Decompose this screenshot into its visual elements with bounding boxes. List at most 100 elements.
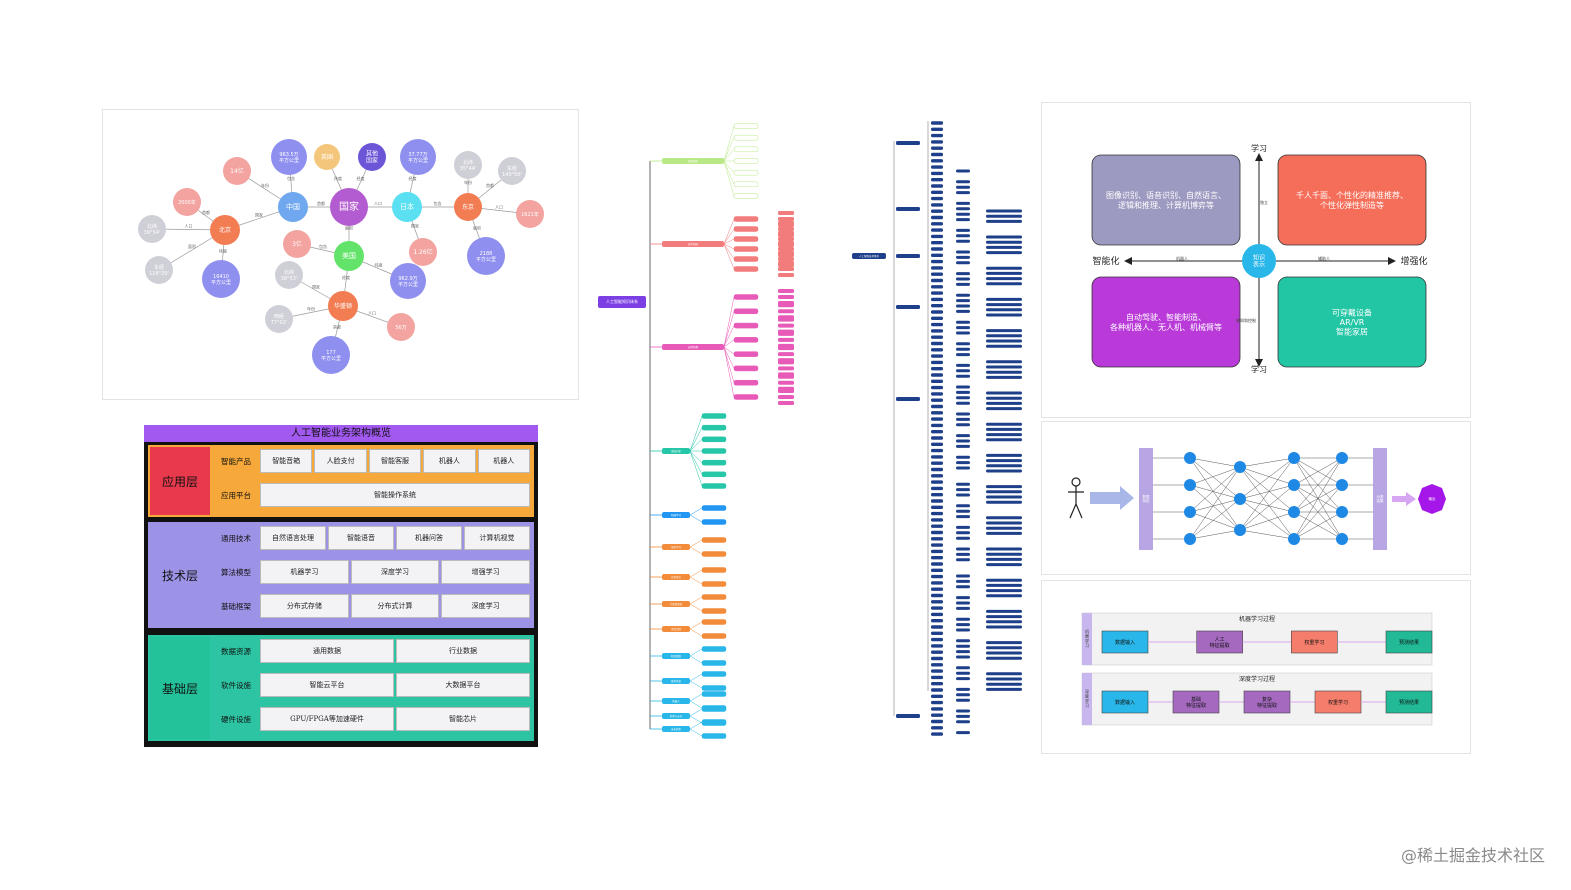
label-line: 技术领域 [688, 242, 699, 246]
leaf-link [723, 160, 735, 173]
leaf-node [733, 337, 759, 343]
tree-leaf [931, 335, 943, 339]
leaf-node [701, 646, 727, 652]
leaf-link [689, 450, 703, 475]
tree-leaf [986, 235, 1022, 239]
sub-leaf-node [778, 267, 794, 271]
label-line: 纬度 [375, 262, 383, 268]
network-node [467, 237, 505, 275]
label-line: 输出 [1429, 496, 1437, 501]
label-line: 分类 [1377, 494, 1385, 499]
tree-leaf [931, 272, 943, 276]
label-line: 平方公里 [398, 281, 418, 288]
tree-leaf [931, 241, 943, 245]
tree-leaf [931, 348, 943, 352]
label-line: 北纬 [284, 269, 294, 276]
node-label: 37.77万平方公里 [408, 152, 428, 164]
leaf-node [733, 226, 759, 232]
tree-leaf [931, 436, 943, 440]
arrow-up [1255, 153, 1263, 161]
tree-leaf [931, 493, 943, 497]
tree-root [852, 253, 886, 259]
tree-leaf [986, 427, 1022, 431]
tree-leaf [931, 310, 943, 314]
tree-leaf [931, 644, 943, 648]
label-line: 140°50' [502, 172, 522, 178]
label-line: 独立 [1260, 199, 1268, 205]
tree-leaf [956, 326, 970, 330]
quadrant-text: 千人千面、个性化的精准推荐、个性化弹性制造等 [1296, 190, 1408, 210]
sub-leaf-node [778, 346, 794, 351]
nn-link [1239, 457, 1295, 500]
tree-leaf [931, 146, 943, 150]
row-label: 硬件设施 [221, 714, 251, 724]
tree-leaf [956, 439, 970, 443]
tree-leaf [956, 531, 970, 535]
quadrant-text: 图像识别、语音识别、自然语言、逻辑和推理、计算机博弈等 [1106, 190, 1226, 210]
tree-leaf [931, 341, 943, 346]
nn-link [1239, 484, 1295, 531]
node-label: 56万 [395, 325, 406, 331]
process-step-label: 数据输入 [1115, 639, 1135, 646]
tree-leaf [986, 459, 1022, 463]
sub-leaf-node [778, 289, 794, 293]
nn-link [1239, 466, 1295, 486]
label-line: 深度学习过程 [1239, 675, 1275, 683]
label-line: 数据输入 [1115, 639, 1135, 646]
node-label: 中国 [286, 202, 300, 211]
label-line: 智能化 [1092, 255, 1119, 267]
tree-leaf [931, 228, 943, 232]
tree-leaf [931, 511, 943, 516]
leaf-link [723, 346, 735, 355]
leaf-node [733, 322, 759, 329]
nn-link [1239, 511, 1295, 531]
tree-leaf [931, 285, 943, 289]
mindmap-panel: 人工智能知识体系基础理论技术领域应用场景发展历史机器学习深度学习自然语言计算机视… [584, 111, 846, 751]
sub-leaf-node [778, 374, 794, 379]
label-line: 机器学习 [671, 513, 682, 517]
quadrant-text: 自动驾驶、智能制造、各种机器人、无人机、机械臂等 [1110, 312, 1222, 332]
branch-node [662, 512, 690, 518]
label-line: AR/VR [1340, 318, 1365, 327]
tree-leaf [931, 184, 943, 188]
tree-leaf [931, 203, 943, 207]
tree-leaf [931, 171, 943, 176]
label-line: 平方公里 [321, 355, 341, 362]
tree-leaf [986, 615, 1022, 619]
node-label: 国家 [339, 200, 359, 213]
network-node [358, 143, 386, 171]
label-line: 面积 [473, 225, 481, 231]
label-line: 国家 [339, 200, 359, 213]
leaf-link [689, 439, 703, 452]
tree-leaf [931, 360, 943, 365]
layer-0: 应用层智能产品智能音箱人脸支付智能客服机器人机器人应用平台智能操作系统 [148, 445, 534, 517]
layer-row: 算法模型机器学习深度学习增强学习 [214, 558, 532, 586]
tree-leaf [956, 720, 970, 724]
sub-leaf-node [778, 401, 794, 405]
edge-label: 首都 [486, 182, 494, 188]
branch-label: 深度学习 [671, 545, 682, 549]
edge-label: 年份 [464, 179, 472, 185]
nn-neuron [1288, 506, 1300, 518]
tree-branch [896, 305, 920, 309]
tree-leaf [956, 180, 970, 184]
tree-leaf [986, 277, 1022, 281]
row-label: 智能产品 [221, 456, 251, 466]
tree-leaf [931, 196, 943, 201]
network-node [223, 157, 251, 185]
nn-link [1293, 457, 1343, 540]
label-line: 英国 [321, 153, 333, 161]
branch-label: 应用场景 [688, 345, 699, 349]
label-line: 人口 [495, 205, 503, 210]
leaf-node [733, 256, 759, 262]
network-node [271, 139, 307, 175]
sub-leaf-node [778, 309, 794, 314]
nn-neuron [1336, 506, 1348, 518]
leaf-link [723, 243, 735, 270]
node-label: 其他国家 [366, 149, 378, 164]
axis-small-label: 独立 [1260, 199, 1268, 205]
tree-leaf [986, 453, 1022, 457]
leaf-node [701, 537, 727, 543]
